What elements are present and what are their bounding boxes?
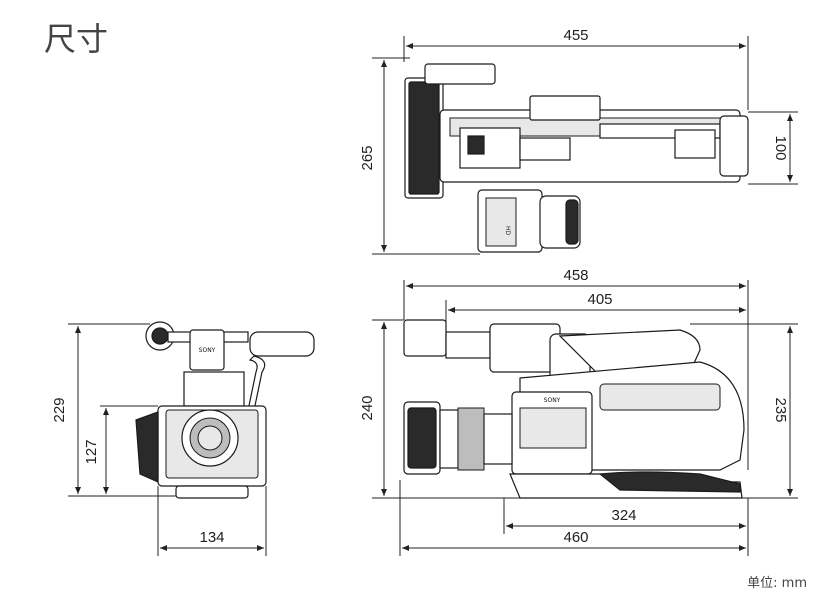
dim-top-depth-label: 265 [359,145,376,170]
dim-side-bottom-length-label: 460 [563,529,588,546]
dim-side-height-right: 235 [690,323,798,499]
dim-side-height-left: 240 [359,319,520,499]
camera-front-view: SONY [135,321,315,499]
dim-top-depth: 265 [359,57,480,255]
dim-side-height-right-label: 235 [772,397,789,422]
dim-side-height-left-label: 240 [359,395,376,420]
camera-top-view: HD [404,63,749,253]
front-brand-logo: SONY [199,347,216,354]
dim-side-bottom-inner-label: 324 [611,507,636,524]
dim-top-right-height: 100 [748,111,798,185]
camera-side-view: SONY [403,319,745,499]
dim-side-top-length-label: 458 [563,267,588,284]
page-title: 尺寸 [44,20,109,58]
side-brand-logo: SONY [544,397,561,404]
dim-front-lens-height: 127 [83,405,158,494]
dim-side-top-length: 458 [403,267,749,470]
dim-side-length-inner-label: 405 [587,291,612,308]
top-hd-badge: HD [504,226,511,236]
dim-front-lens-height-label: 127 [83,439,100,464]
dim-top-right-height-label: 100 [772,135,789,160]
dim-front-width-label: 134 [199,529,224,546]
dim-front-width: 134 [157,486,267,556]
dim-top-width-label: 455 [563,27,588,44]
unit-label: 单位: mm [747,576,807,591]
dim-side-length-inner: 405 [445,291,746,332]
dim-side-bottom-length: 460 [399,480,749,556]
dim-side-bottom-inner: 324 [503,498,749,534]
dim-front-height-label: 229 [51,397,68,422]
